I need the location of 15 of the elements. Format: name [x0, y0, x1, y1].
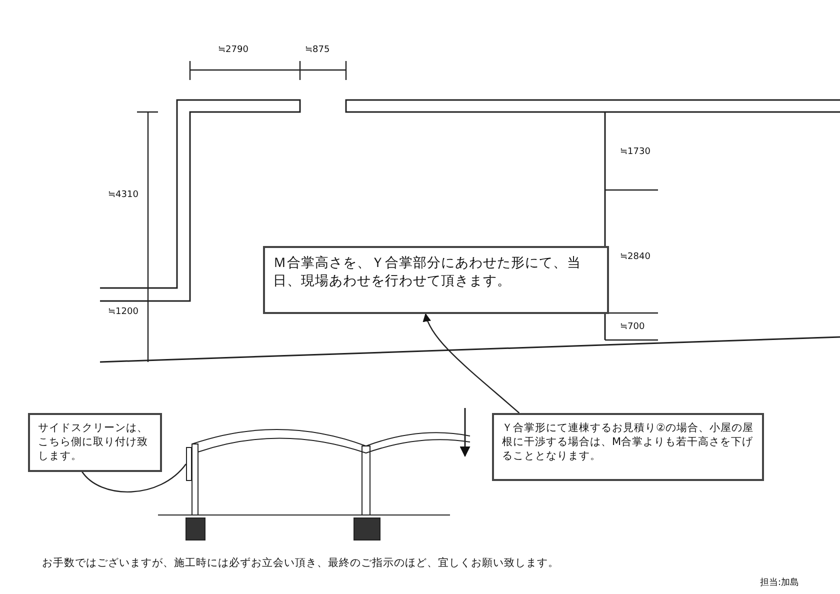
footer-note: お手数ではございますが、施工時には必ずお立会い頂き、最終のご指示のほど、宜しくお願い致します。	[42, 556, 559, 570]
leader-line	[81, 464, 186, 492]
dimension-label: ≒2840	[620, 252, 650, 262]
dimension-label: ≒875	[305, 45, 330, 55]
dimension-label: ≒4310	[108, 190, 138, 200]
dimension-label: ≒2790	[218, 45, 248, 55]
callout-box: サイドスクリーンは、こちら側に取り付け致します。	[28, 413, 162, 472]
staff-name: 担当:加島	[760, 576, 800, 589]
dimension-label: ≒1200	[108, 307, 138, 317]
callout-box: Ｙ合掌形にて連棟するお見積り②の場合、小屋の屋根に干渉する場合は、M合掌よりも若干高さを下げることとなります。	[492, 413, 764, 481]
leader-line	[424, 313, 520, 414]
callout-box: Ｍ合掌高さを、Ｙ合掌部分にあわせた形にて、当日、現場あわせを行わせて頂きます。	[263, 246, 609, 314]
dimension-label: ≒1730	[620, 147, 650, 157]
dimension-label: ≒700	[620, 322, 645, 332]
side-screen-panel	[186, 447, 192, 481]
